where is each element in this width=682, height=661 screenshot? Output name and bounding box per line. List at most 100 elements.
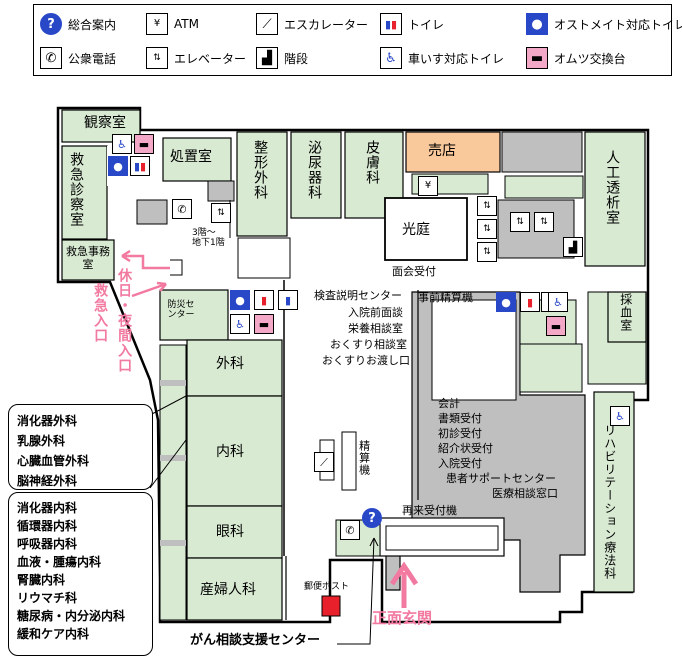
legend-item-phone: ✆ 公衆電話 [40, 45, 116, 71]
atm-icon: ¥ [146, 13, 168, 35]
room-label-ophthalmology: 眼科 [216, 524, 244, 540]
room-label-rehab: リハビリテーション療法科 [602, 424, 617, 580]
diaper-changing-icon: ▬ [134, 134, 154, 154]
ostomate-restroom-icon: ● [108, 156, 128, 176]
dept-item: 乳腺外科 [17, 434, 66, 448]
wheelchair-restroom-icon: ♿ [230, 314, 250, 334]
stairs-icon: ▟ [563, 237, 583, 257]
legend-item-info: ? 総合案内 [40, 11, 116, 37]
first-visit-label: 初診受付 [438, 427, 482, 440]
dept-item: 心臓血管外科 [17, 454, 90, 468]
stairs-icon: ▟ [256, 47, 278, 69]
dept-item: 消化器内科 [17, 501, 78, 515]
exam-center-label: 検査説明センター [314, 289, 402, 302]
room-obgyn [186, 557, 283, 621]
dept-item: 循環器内科 [17, 519, 78, 533]
legend-item-wheelchair: ♿ 車いす対応トイレ [380, 45, 504, 71]
dept-item: 呼吸器内科 [17, 537, 78, 551]
legend-label: オストメイト対応トイレ [554, 17, 682, 32]
wheelchair-restroom-icon: ♿ [548, 292, 568, 312]
restroom-icon: ▮▮ [380, 13, 402, 35]
room-label-blood-collection: 採血室 [618, 293, 633, 332]
legend-item-restroom: ▮▮ トイレ [380, 11, 444, 37]
diaper-changing-icon: ▬ [526, 47, 548, 69]
legend-label: 公衆電話 [68, 51, 117, 66]
room-orthopedics [236, 131, 288, 237]
room-label-obgyn: 産婦人科 [200, 582, 256, 598]
visitor-desk-label: 面会受付 [392, 265, 436, 278]
elevator-icon: ⇅ [477, 219, 497, 239]
payment-machine-label: 精算機 [357, 440, 371, 476]
room-label-courtyard: 光庭 [402, 222, 430, 238]
emergency-entrance-arrow [122, 254, 170, 270]
dept-item: 緩和ケア内科 [17, 627, 90, 641]
room-label-disaster-center: 防災センター [167, 300, 195, 320]
room-label-shop: 売店 [428, 143, 456, 159]
legend-item-diaper: ▬ オムツ交換台 [526, 45, 626, 71]
referral-label: 紹介状受付 [438, 442, 493, 455]
atm-icon: ¥ [418, 176, 438, 196]
support-center-label: 患者サポートセンター [446, 472, 556, 485]
legend-item-escalator: ⟋ エスカレーター [256, 11, 368, 37]
ostomate-restroom-icon: ● [526, 13, 548, 35]
elevator-icon: ⇅ [534, 212, 554, 232]
pre-payment-label: 事前精算機 [418, 291, 473, 304]
medicine-counter-label: おくすりお渡し口 [322, 354, 410, 367]
cancer-center-label: がん相談支援センター [190, 633, 321, 648]
room-treatment [162, 137, 232, 182]
info-icon: ? [362, 508, 382, 528]
room-internal [186, 395, 283, 507]
elevator-icon: ⇅ [211, 203, 231, 223]
main-entrance-label: 正面玄関 [372, 609, 433, 627]
diaper-changing-icon: ▬ [546, 316, 566, 336]
dept-item: 消化器外科 [17, 414, 78, 428]
restroom-icon: ▮ [254, 290, 274, 310]
room-label-dermatology: 皮膚科 [364, 140, 381, 185]
elevator-icon: ⇅ [510, 212, 530, 232]
legend-item-ostomate: ● オストメイト対応トイレ [526, 11, 682, 37]
legend-label: 総合案内 [68, 17, 117, 32]
room-label-internal: 内科 [216, 444, 244, 460]
room-label-emergency-exam: 救急診察室 [68, 152, 85, 227]
dept-item: 血液・腫瘍内科 [17, 555, 102, 569]
room-disaster-center [159, 289, 229, 341]
dept-item: 脳神経外科 [17, 474, 78, 488]
legend-label: ATM [174, 17, 199, 31]
diaper-changing-icon: ▬ [254, 314, 274, 334]
mailbox [321, 595, 341, 617]
info-icon: ? [40, 13, 62, 35]
admission-consult-label: 入院前面談 [348, 306, 403, 319]
room-emergency-exam [61, 145, 108, 240]
room-label-treatment: 処置室 [170, 149, 212, 165]
room-blood-collection [607, 291, 647, 343]
medical-consult-label: 医療相談窓口 [492, 487, 558, 500]
room-label-observation: 観察室 [84, 115, 126, 131]
night-entrance-label: 休日・夜間入口 [116, 268, 133, 373]
legend-label: 車いす対応トイレ [408, 51, 505, 66]
phone-icon: ✆ [340, 520, 360, 540]
ostomate-restroom-icon: ● [496, 292, 516, 312]
document-label: 書類受付 [438, 412, 482, 425]
phone-icon: ✆ [172, 199, 192, 219]
surgery-dept-list: 消化器外科 乳腺外科 心臓血管外科 脳神経外科 [8, 404, 153, 490]
ostomate-restroom-icon: ● [230, 290, 250, 310]
legend-label: 階段 [284, 51, 309, 66]
legend-item-elevator: ⇅ エレベーター [146, 45, 246, 71]
dept-item: リウマチ科 [17, 591, 78, 605]
room-urology [290, 131, 342, 219]
accounting-label: 会計 [438, 397, 460, 410]
room-label-orthopedics: 整形外科 [252, 140, 269, 200]
elevator-icon: ⇅ [477, 196, 497, 216]
dept-item: 糖尿病・内分泌内科 [17, 609, 126, 623]
escalator-icon: ⟋ [314, 452, 334, 472]
mailbox-label: 郵便ポスト [304, 582, 350, 592]
elevator-floors-note: 3階～ 地下1階 [192, 228, 225, 248]
elevator-icon: ⇅ [477, 242, 497, 262]
room-label-urology: 泌尿器科 [306, 140, 323, 200]
room-label-dialysis: 人工透析室 [604, 150, 621, 225]
legend-label: エレベーター [174, 51, 247, 66]
restroom-icon: ▮ [520, 292, 540, 312]
internal-dept-list: 消化器内科 循環器内科 呼吸器内科 血液・腫瘍内科 腎臓内科 リウマチ科 糖尿病… [8, 492, 153, 656]
restroom-icon: ▮ [278, 290, 298, 310]
